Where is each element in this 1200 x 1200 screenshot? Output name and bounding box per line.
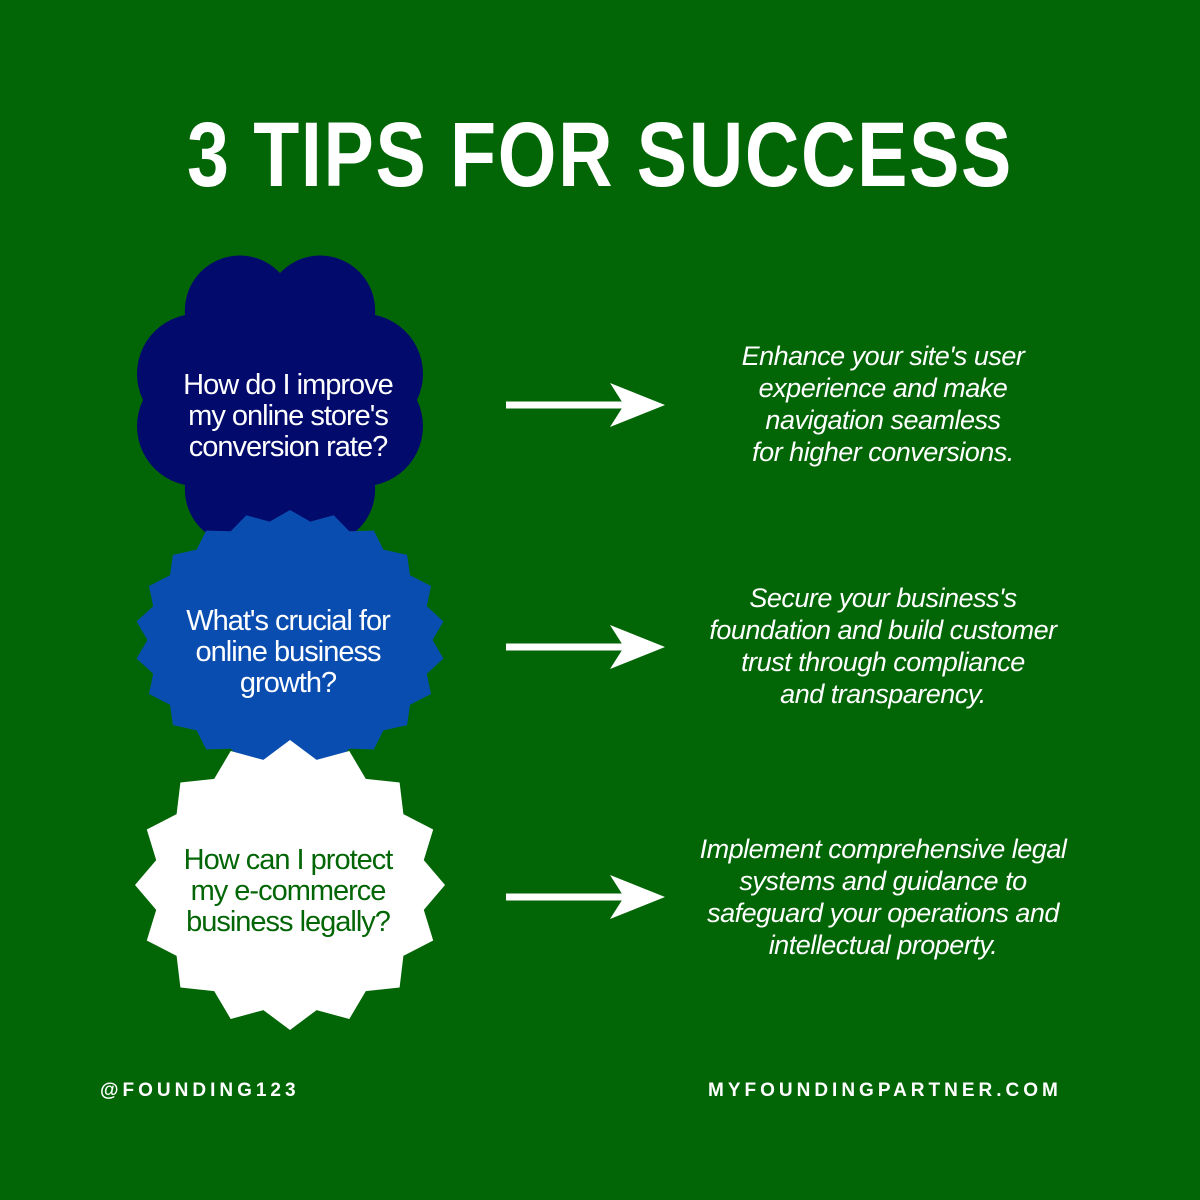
answer-line: intellectual property. xyxy=(768,930,998,960)
answer-line: safeguard your operations and xyxy=(707,898,1059,928)
social-handle: @FOUNDING123 xyxy=(100,1080,300,1101)
right-arrow-icon xyxy=(506,625,665,669)
answer-line: and transparency. xyxy=(780,679,986,709)
tip-question: What's crucial for online business growt… xyxy=(138,606,438,699)
answer-line: systems and guidance to xyxy=(739,866,1027,896)
tip-answer: Secure your business's foundation and bu… xyxy=(663,582,1103,710)
answer-line: Enhance your site's user xyxy=(741,341,1025,371)
website-link[interactable]: MYFOUNDINGPARTNER.COM xyxy=(708,1080,1062,1101)
tip-question: How can I protect my e-commerce business… xyxy=(138,845,438,938)
tip-answer: Enhance your site's user experience and … xyxy=(663,340,1103,468)
tip-question: How do I improve my online store's conve… xyxy=(138,370,438,463)
question-line: business legally? xyxy=(186,906,391,938)
answer-line: experience and make xyxy=(758,373,1008,403)
question-line: my e-commerce xyxy=(190,875,387,907)
answer-line: for higher conversions. xyxy=(752,437,1014,467)
question-line: What's crucial for xyxy=(186,605,390,637)
tip-answer: Implement comprehensive legal systems an… xyxy=(663,833,1103,961)
answer-line: trust through compliance xyxy=(741,647,1025,677)
answer-line: navigation seamless xyxy=(765,405,1001,435)
right-arrow-icon xyxy=(506,875,665,919)
question-line: conversion rate? xyxy=(188,431,388,463)
page-title: 3 TIPS FOR SUCCESS xyxy=(187,104,1013,206)
answer-line: Implement comprehensive legal xyxy=(699,834,1067,864)
question-line: growth? xyxy=(239,667,337,699)
question-line: my online store's xyxy=(188,400,389,432)
question-line: online business xyxy=(195,636,382,668)
answer-line: Secure your business's xyxy=(749,583,1017,613)
right-arrow-icon xyxy=(506,383,665,427)
question-line: How do I improve xyxy=(183,369,394,401)
answer-line: foundation and build customer xyxy=(709,615,1057,645)
flower-badge-shape xyxy=(136,255,424,545)
starburst-badge-shape xyxy=(136,510,444,770)
starburst-badge-shape xyxy=(135,740,445,1030)
question-line: How can I protect xyxy=(183,844,394,876)
